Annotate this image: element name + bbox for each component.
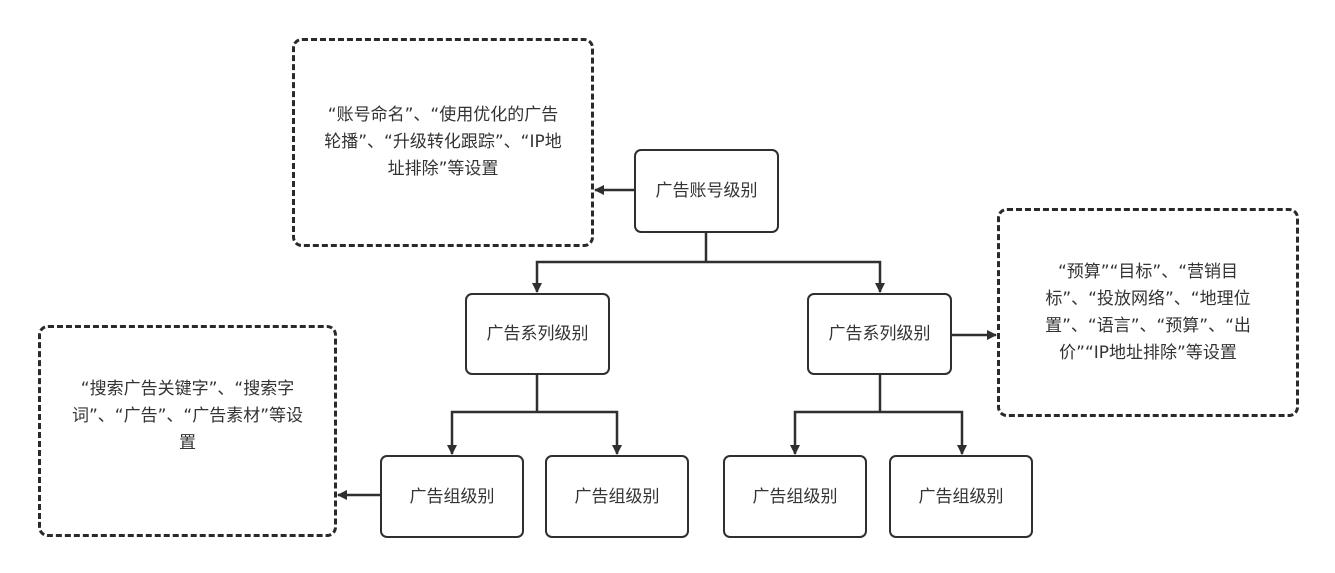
edge-account-to-campaign-right: [706, 260, 885, 293]
note-account-settings-text: “账号命名”、“使用优化的广告轮播”、“升级转化跟踪”、“IP地址排除”等设置: [324, 105, 562, 179]
node-adgroup-level-4-label: 广告组级别: [918, 486, 1004, 507]
node-adgroup-level-1-label: 广告组级别: [409, 486, 495, 507]
edge-campaign-left-to-adgroup-2: [537, 410, 622, 455]
note-campaign-settings: “预算”“目标”、“营销目标”、“投放网络”、“地理位置”、“语言”、“预算”、…: [997, 208, 1299, 417]
node-adgroup-level-2-label: 广告组级别: [574, 486, 660, 507]
note-campaign-settings-text: “预算”“目标”、“营销目标”、“投放网络”、“地理位置”、“语言”、“预算”、…: [1045, 261, 1251, 363]
node-campaign-level-left: 广告系列级别: [465, 293, 610, 375]
edge-account-to-campaign-left: [532, 260, 706, 293]
edge-campaign-left-to-adgroup-1: [447, 410, 537, 455]
node-campaign-level-right: 广告系列级别: [807, 293, 952, 375]
node-adgroup-level-3-label: 广告组级别: [752, 486, 838, 507]
edge-campaign-right-to-adgroup-3: [790, 410, 880, 455]
node-campaign-level-right-label: 广告系列级别: [828, 324, 931, 344]
node-adgroup-level-3: 广告组级别: [723, 455, 867, 538]
node-adgroup-level-1: 广告组级别: [380, 455, 524, 538]
node-account-level: 广告账号级别: [634, 149, 779, 233]
note-account-settings: “账号命名”、“使用优化的广告轮播”、“升级转化跟踪”、“IP地址排除”等设置: [292, 38, 594, 247]
node-campaign-level-left-label: 广告系列级别: [486, 324, 589, 344]
node-account-level-label: 广告账号级别: [655, 181, 758, 201]
node-adgroup-level-4: 广告组级别: [889, 455, 1033, 538]
note-adgroup-settings-text: “搜索广告关键字”、“搜索字词”、“广告”、“广告素材”等设置: [71, 378, 304, 453]
node-adgroup-level-2: 广告组级别: [545, 455, 689, 538]
note-adgroup-settings: “搜索广告关键字”、“搜索字词”、“广告”、“广告素材”等设置: [38, 325, 337, 537]
edge-campaign-right-to-adgroup-4: [880, 410, 967, 455]
